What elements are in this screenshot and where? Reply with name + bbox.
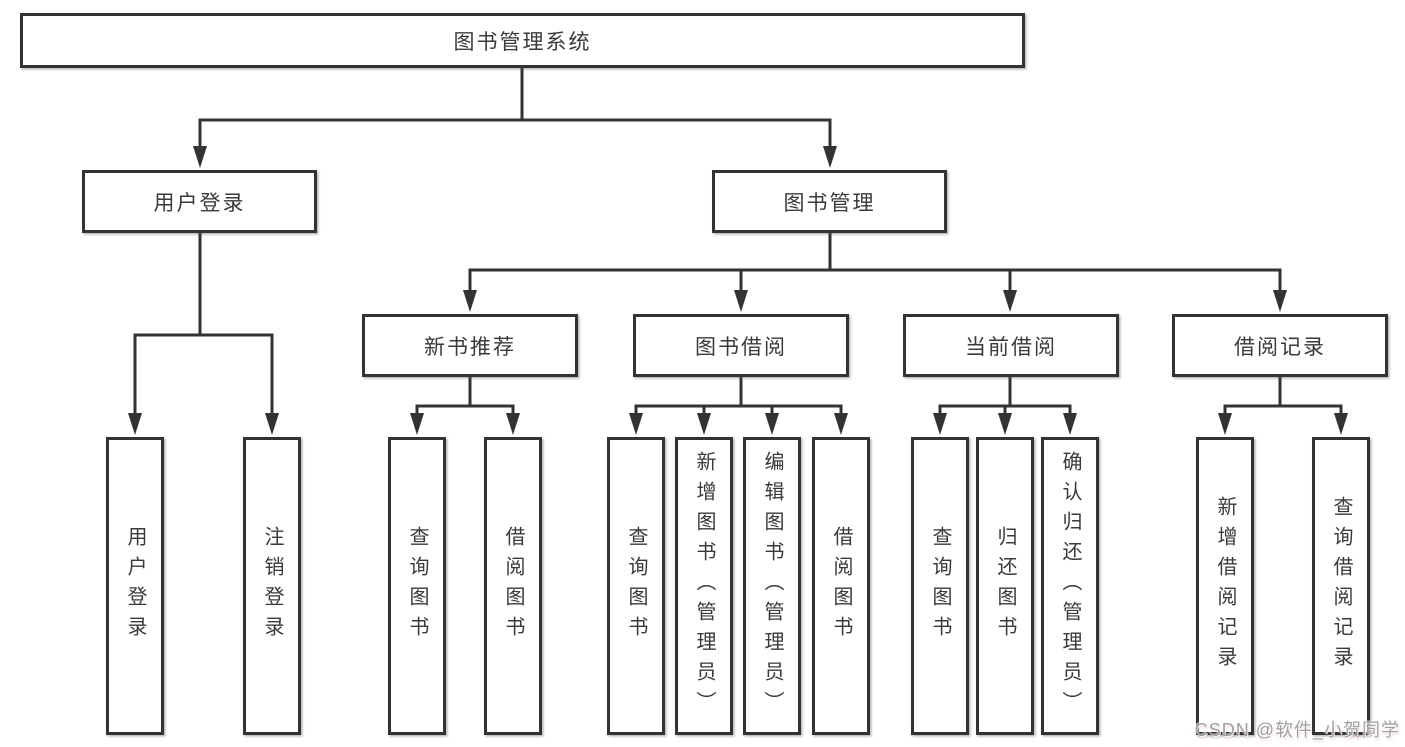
node-borrow-records-label: 借阅记录 (1234, 335, 1326, 359)
connector-records-group (1218, 377, 1348, 435)
leaf-borrow-book-1-label: 借阅图书 (502, 526, 524, 646)
leaf-user-login-label: 用户登录 (124, 526, 146, 646)
node-root: 图书管理系统 (20, 13, 1025, 68)
leaf-return-book: 归还图书 (976, 437, 1034, 735)
leaf-return-book-label: 归还图书 (994, 526, 1016, 646)
leaf-borrow-book-2: 借阅图书 (812, 437, 870, 735)
leaf-edit-book-admin-label: 编辑图书（管理员） (761, 451, 783, 721)
connector-new-book-group (410, 377, 520, 435)
leaf-query-book-2-label: 查询图书 (625, 526, 647, 646)
node-book-management: 图书管理 (712, 170, 947, 233)
leaf-query-book-3-label: 查询图书 (929, 526, 951, 646)
leaf-logout-label: 注销登录 (261, 526, 283, 646)
connector-root-branch (193, 68, 837, 168)
node-user-login: 用户登录 (82, 170, 317, 233)
connector-current-borrow-group (933, 377, 1077, 435)
node-user-login-label: 用户登录 (153, 191, 246, 215)
connector-book-branch (463, 233, 1287, 312)
leaf-query-book-1: 查询图书 (388, 437, 446, 735)
leaf-add-book-admin-label: 新增图书（管理员） (693, 451, 715, 721)
connector-user-branch (128, 233, 279, 435)
leaf-borrow-book-2-label: 借阅图书 (830, 526, 852, 646)
leaf-edit-book-admin: 编辑图书（管理员） (743, 437, 801, 735)
node-new-book-recommend-label: 新书推荐 (424, 335, 516, 359)
leaf-query-book-1-label: 查询图书 (406, 526, 428, 646)
leaf-add-borrow-record: 新增借阅记录 (1196, 437, 1254, 735)
leaf-query-book-3: 查询图书 (911, 437, 969, 735)
leaf-user-login: 用户登录 (106, 437, 164, 735)
leaf-confirm-return-admin: 确认归还（管理员） (1041, 437, 1099, 735)
node-current-borrow-label: 当前借阅 (965, 335, 1057, 359)
leaf-confirm-return-admin-label: 确认归还（管理员） (1059, 451, 1081, 721)
node-borrow-records: 借阅记录 (1172, 314, 1388, 377)
node-book-borrow: 图书借阅 (633, 314, 849, 377)
connector-borrow-group (629, 377, 848, 435)
leaf-borrow-book-1: 借阅图书 (484, 437, 542, 735)
leaf-add-book-admin: 新增图书（管理员） (675, 437, 733, 735)
node-book-management-label: 图书管理 (783, 191, 876, 215)
leaf-logout: 注销登录 (243, 437, 301, 735)
leaf-add-borrow-record-label: 新增借阅记录 (1214, 496, 1236, 676)
watermark: CSDN @软件_小贺同学 (1194, 720, 1400, 740)
node-root-label: 图书管理系统 (453, 30, 592, 54)
node-new-book-recommend: 新书推荐 (362, 314, 578, 377)
node-book-borrow-label: 图书借阅 (695, 335, 787, 359)
leaf-query-book-2: 查询图书 (607, 437, 665, 735)
leaf-query-borrow-record-label: 查询借阅记录 (1330, 496, 1352, 676)
node-current-borrow: 当前借阅 (903, 314, 1119, 377)
leaf-query-borrow-record: 查询借阅记录 (1312, 437, 1370, 735)
